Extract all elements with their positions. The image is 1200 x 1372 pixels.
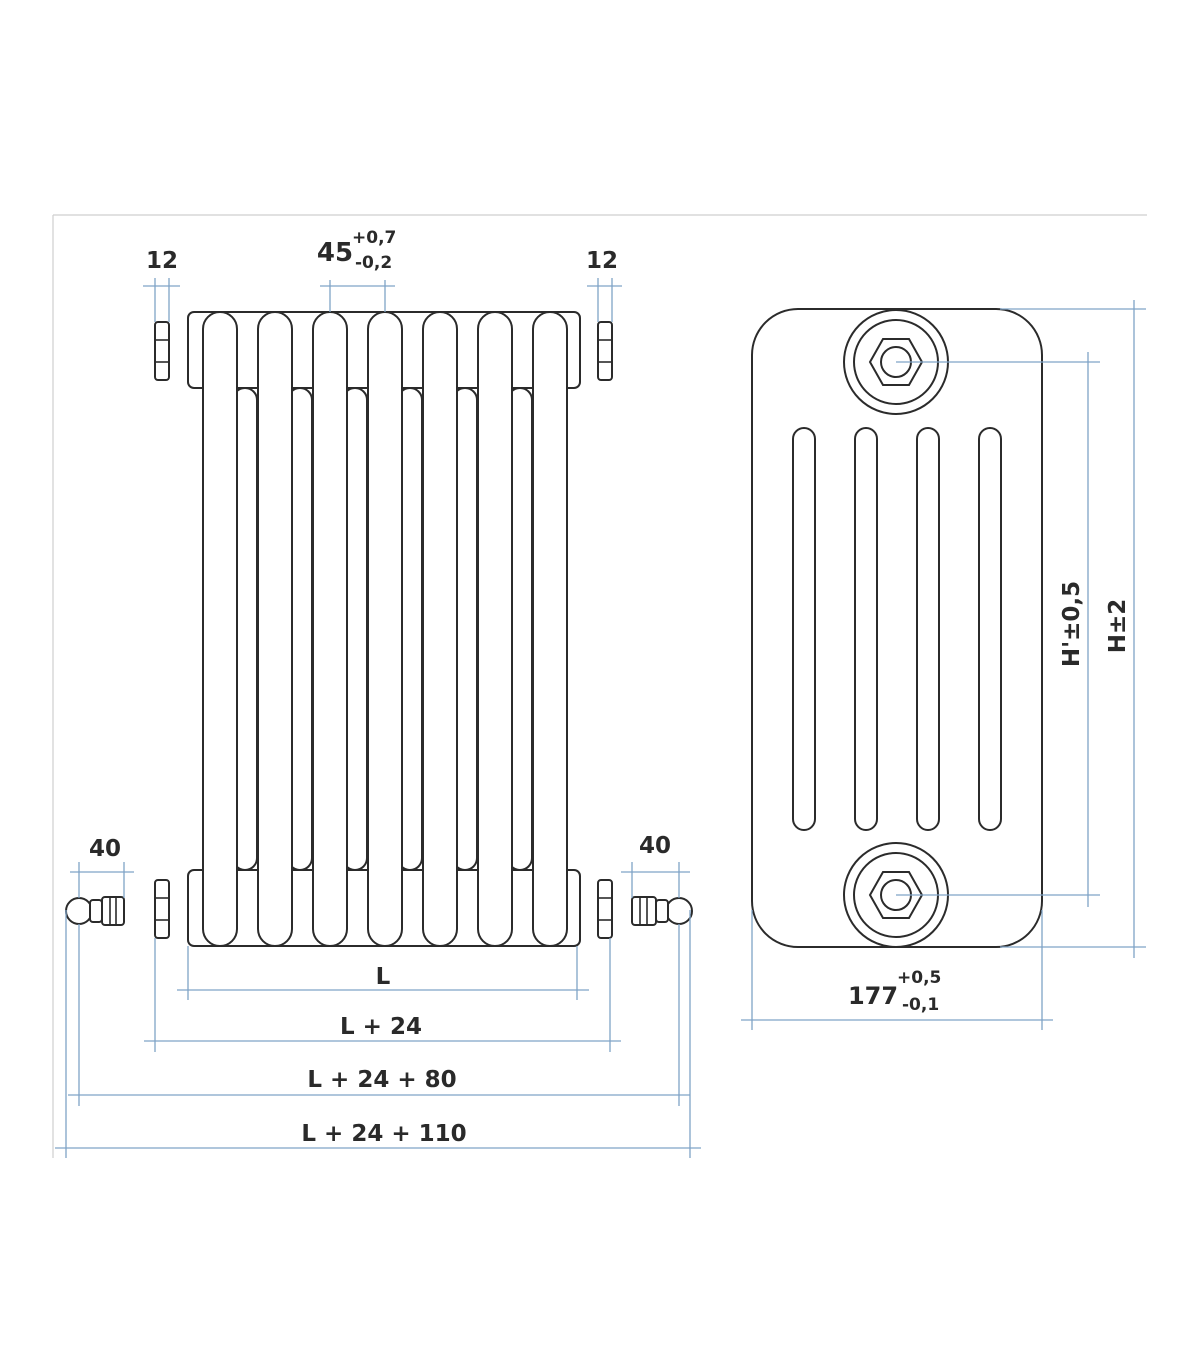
label-depth-lower-tol: -0,1 [902,995,939,1015]
slot [792,427,816,831]
slot [854,427,878,831]
valve-left [65,896,125,926]
label-top-left-12: 12 [146,248,178,274]
column-tube [532,311,568,947]
label-valve-left-40: 40 [89,836,121,862]
column-tube [312,311,348,947]
plug-bottom-left [154,879,170,939]
label-length-l: L [376,964,391,990]
label-depth-value: 177 [848,982,898,1010]
label-length-l-24-80: L + 24 + 80 [307,1067,456,1093]
column-tube [422,311,458,947]
column-tube [257,311,293,947]
column-tube [367,311,403,947]
label-length-l-24-110: L + 24 + 110 [301,1121,466,1147]
valve-knob [65,897,93,925]
label-depth-upper-tol: +0,5 [897,968,941,988]
label-pitch-value: 45 [317,238,353,268]
plug-bottom-right [597,879,613,939]
plug-top-right [597,321,613,381]
label-valve-right-40: 40 [639,833,671,859]
end-plugs [154,321,613,939]
label-pitch-lower-tol: -0,2 [355,253,392,273]
column-tube [202,311,238,947]
label-h-prime: H'±0,5 [1059,581,1085,667]
label-length-l-24: L + 24 [340,1014,422,1040]
plug-top-left [154,321,170,381]
side-view: H'±0,5 H±2 177 +0,5 -0,1 [741,300,1146,1030]
label-h: H±2 [1105,599,1131,654]
radiator-columns [187,311,581,947]
section-slots [792,427,1002,831]
slot [978,427,1002,831]
slot [916,427,940,831]
column-tube [477,311,513,947]
front-dimensions [55,278,701,1158]
label-pitch-upper-tol: +0,7 [352,228,396,248]
valve-knob [665,897,693,925]
side-dimensions [741,300,1146,1030]
front-view: 12 12 45 +0,7 -0,2 40 40 L L + 24 L + 24… [55,228,701,1158]
label-top-right-12: 12 [586,248,618,274]
valve-right [631,896,693,926]
